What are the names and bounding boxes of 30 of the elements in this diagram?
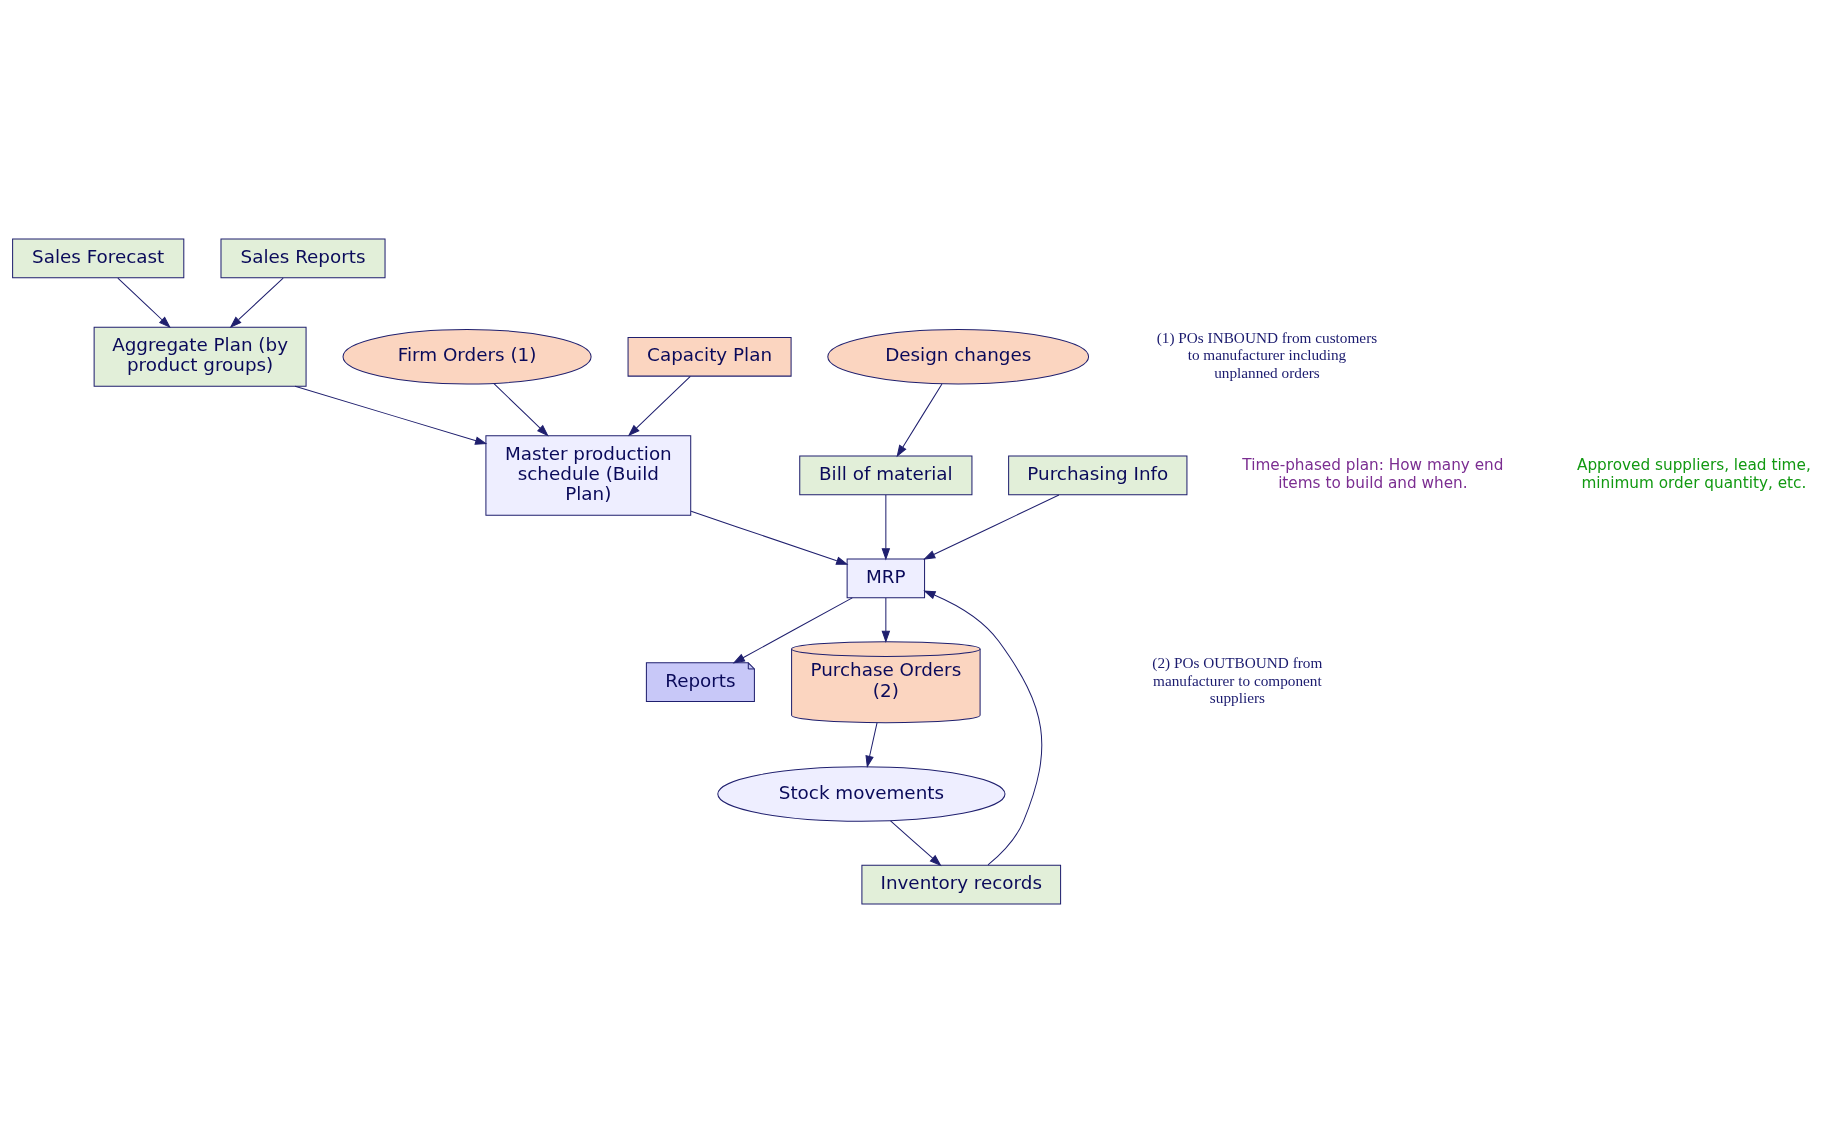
node-box: Inventory records (861, 864, 1062, 905)
node-box: Master production schedule (Build Plan) (485, 435, 692, 516)
node-box: Sales Reports (220, 238, 386, 279)
arrow (117, 277, 171, 329)
label: Time-phased plan: How many end items to build and when. (1242, 456, 1504, 492)
arrow (881, 597, 891, 644)
node-ellipse: Stock movements (717, 766, 1006, 822)
node-box: MRP (846, 558, 926, 599)
arrow (923, 590, 1043, 866)
node-box: Capacity Plan (627, 336, 792, 377)
arrow (732, 597, 853, 664)
arrow (229, 277, 284, 329)
arrow (923, 494, 1060, 560)
arrow (493, 383, 549, 437)
node-ellipse: Design changes (827, 329, 1090, 385)
arrow (627, 375, 691, 437)
arrow (690, 510, 849, 565)
label: Approved suppliers, lead time, minimum order quantity, etc. (1576, 456, 1811, 492)
node-box: Sales Forecast (12, 238, 185, 279)
label: (1) POs INBOUND from customers to manufacturer including unplanned orders (1156, 329, 1378, 381)
arrow (890, 820, 942, 867)
arrow (294, 385, 488, 445)
arrow (865, 722, 878, 768)
arrow (881, 494, 891, 561)
node-box: Purchasing Info (1008, 455, 1188, 496)
label: (2) POs OUTBOUND from manufacturer to component suppliers (1152, 654, 1323, 707)
node-box: Bill of material (799, 455, 973, 496)
arrow (896, 383, 943, 458)
node-ellipse: Firm Orders (1) (342, 329, 592, 385)
node-box: Aggregate Plan (by product groups) (93, 326, 307, 387)
